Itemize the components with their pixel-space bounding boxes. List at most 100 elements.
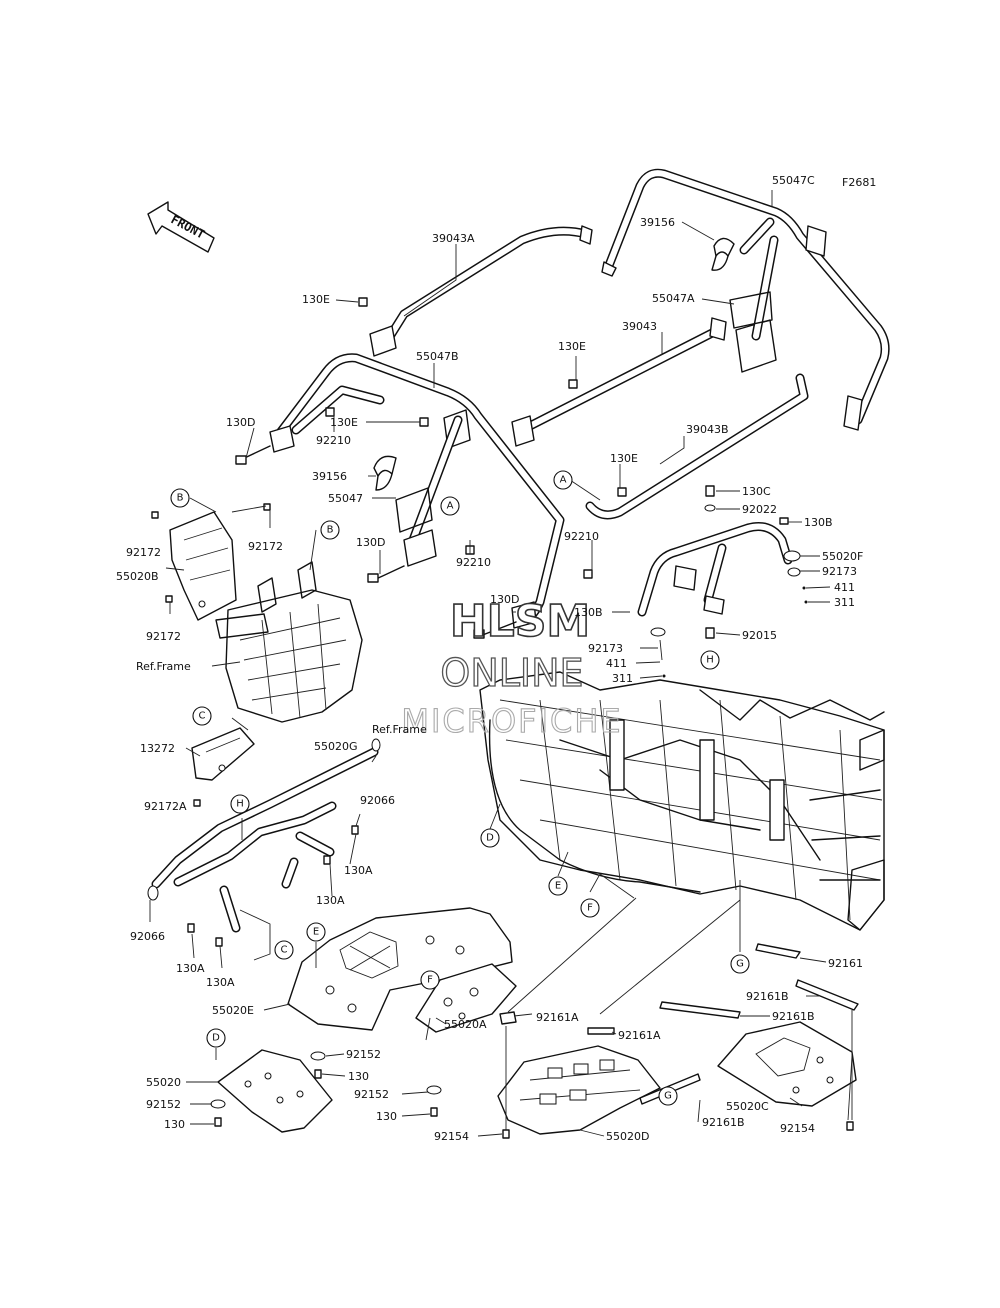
label-130a-3: 130A — [176, 962, 205, 975]
ref-circle-g-1: G — [736, 959, 744, 970]
label-92154-2: 92154 — [780, 1122, 815, 1135]
label-55020b: 55020B — [116, 570, 159, 583]
label-92210-3: 92210 — [564, 530, 599, 543]
label-130d-3: 130D — [490, 593, 519, 606]
label-55020c: 55020C — [726, 1100, 769, 1113]
ref-circle-b-2: B — [327, 525, 334, 536]
ref-circle-c-1: C — [199, 711, 206, 722]
plate-13272 — [191, 727, 255, 781]
ref-circle-a-1: A — [447, 501, 454, 512]
label-311-2: 311 — [612, 672, 633, 685]
label-92161b-1: 92161B — [746, 990, 789, 1003]
watermark-line2: ONLINE — [440, 651, 583, 695]
front-bumper-55020g — [147, 738, 381, 933]
bracket-55047a — [729, 291, 773, 329]
label-92172a: 92172A — [144, 800, 187, 813]
label-39156-mid: 39156 — [312, 470, 347, 483]
ref-circle-h-2: H — [236, 799, 244, 810]
ref-circle-g-2: G — [664, 1091, 672, 1102]
skid-plate-55020e — [287, 907, 513, 1031]
label-130e-3: 130E — [330, 416, 358, 429]
fasteners-misc — [151, 297, 854, 1139]
label-130e-1: 130E — [302, 293, 330, 306]
label-55020e: 55020E — [212, 1004, 254, 1017]
watermark: HLSM ONLINE MICROFICHE — [401, 595, 622, 740]
label-130e-2: 130E — [558, 340, 586, 353]
clamp-39156-mid — [373, 455, 397, 491]
label-92173-1: 92173 — [822, 565, 857, 578]
label-92066-2: 92066 — [130, 930, 165, 943]
label-130b-2: 130B — [574, 606, 603, 619]
crossbar-39043a — [369, 225, 593, 357]
label-39043b: 39043B — [686, 423, 729, 436]
label-55020g: 55020G — [314, 740, 358, 753]
ref-circle-e-1: E — [555, 881, 561, 892]
label-55020f: 55020F — [822, 550, 863, 563]
label-130b-1: 130B — [804, 516, 833, 529]
reference-circles: B B A A C H H D E F G C E F D G — [170, 470, 750, 1106]
label-55020: 55020 — [146, 1076, 181, 1089]
label-55020d: 55020D — [606, 1130, 649, 1143]
label-55047a: 55047A — [652, 292, 695, 305]
ref-circle-f-1: F — [587, 903, 593, 914]
label-ref-frame-1: Ref.Frame — [136, 660, 191, 673]
label-130-2: 130 — [376, 1110, 397, 1123]
ref-circle-f-2: F — [427, 975, 433, 986]
ref-circle-b-1: B — [177, 493, 184, 504]
label-92210-1: 92210 — [316, 434, 351, 447]
label-39043a: 39043A — [432, 232, 475, 245]
label-92066-1: 92066 — [360, 794, 395, 807]
label-92015: 92015 — [742, 629, 777, 642]
label-130c: 130C — [742, 485, 771, 498]
rear-hoop — [637, 522, 793, 617]
bracket-55047 — [395, 487, 433, 533]
ref-circle-d-1: D — [486, 833, 494, 844]
skid-plate-55020a — [415, 963, 517, 1033]
figure-code: F2681 — [842, 176, 876, 189]
label-92210-2: 92210 — [456, 556, 491, 569]
label-130d-1: 130D — [226, 416, 255, 429]
label-55020a: 55020A — [444, 1018, 487, 1031]
rear-roll-cage-55047c — [601, 168, 890, 431]
ref-circle-d-2: D — [212, 1033, 220, 1044]
label-311-1: 311 — [834, 596, 855, 609]
clamp-39156-top — [711, 237, 735, 271]
skid-plate-55020d — [497, 1045, 661, 1135]
ref-circle-e-2: E — [313, 927, 319, 938]
label-39156-top: 39156 — [640, 216, 675, 229]
watermark-line1: HLSM — [450, 596, 590, 647]
front-roll-cage-55047b — [269, 353, 565, 629]
front-arrow-icon: FRONT — [147, 201, 215, 253]
label-130a-2: 130A — [316, 894, 345, 907]
skid-plate-55020c — [717, 1021, 857, 1107]
front-label: FRONT — [169, 212, 207, 241]
label-130-1: 130 — [348, 1070, 369, 1083]
label-130-3: 130 — [164, 1118, 185, 1131]
crossbar-39043 — [511, 317, 727, 447]
label-92022: 92022 — [742, 503, 777, 516]
leader-lines — [149, 190, 853, 1137]
label-92154-1: 92154 — [434, 1130, 469, 1143]
skid-plate-55020 — [217, 1049, 333, 1133]
label-130d-2: 130D — [356, 536, 385, 549]
part-labels: F2681 55047C 39043A 39156 130E 55047A 39… — [116, 174, 876, 1143]
label-130a-4: 130A — [206, 976, 235, 989]
watermark-line3: MICROFICHE — [401, 702, 622, 740]
label-ref-frame-2: Ref.Frame — [372, 723, 427, 736]
label-130e-4: 130E — [610, 452, 638, 465]
label-92161b-3: 92161B — [702, 1116, 745, 1129]
label-55047: 55047 — [328, 492, 363, 505]
label-92152-1: 92152 — [346, 1048, 381, 1061]
label-92173-2: 92173 — [588, 642, 623, 655]
label-55047c: 55047C — [772, 174, 815, 187]
label-55047b: 55047B — [416, 350, 459, 363]
ref-circle-h-1: H — [706, 655, 714, 666]
label-92161: 92161 — [828, 957, 863, 970]
label-130a-1: 130A — [344, 864, 373, 877]
label-92161a-2: 92161A — [618, 1029, 661, 1042]
label-92161b-2: 92161B — [772, 1010, 815, 1023]
main-frame-ref — [479, 671, 885, 931]
label-92172-2: 92172 — [248, 540, 283, 553]
label-92152-3: 92152 — [146, 1098, 181, 1111]
